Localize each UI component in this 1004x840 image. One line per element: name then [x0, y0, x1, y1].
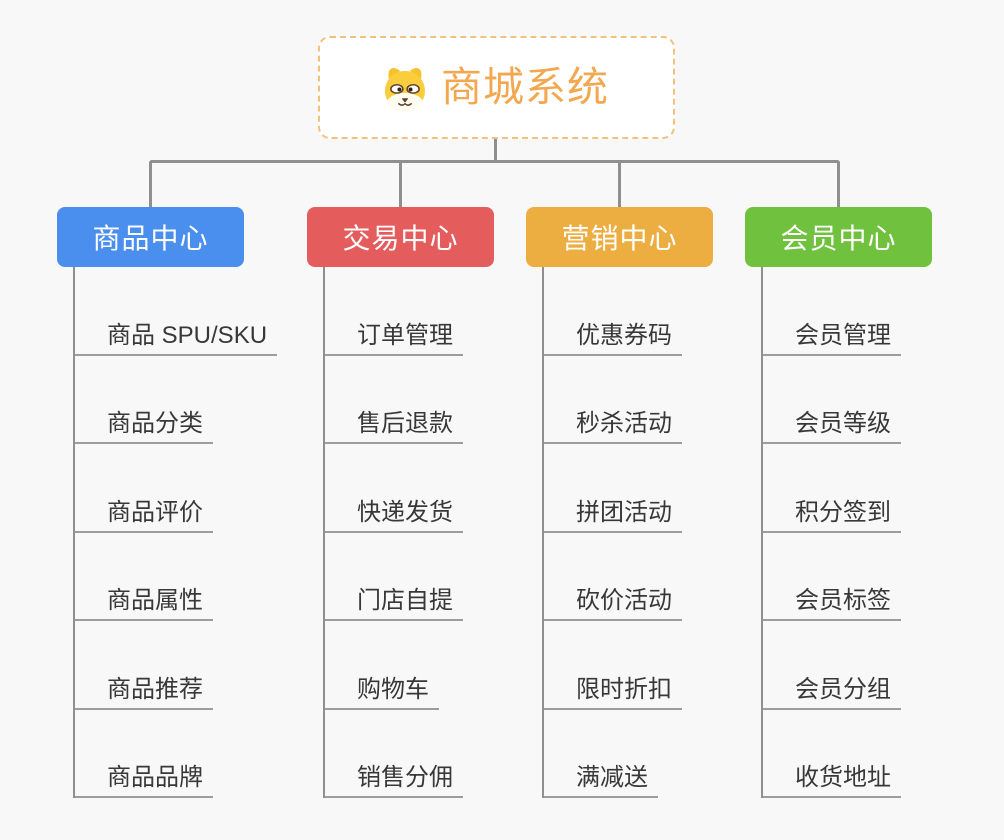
topic-item[interactable]: 优惠券码	[544, 267, 682, 356]
branch-items: 商品 SPU/SKU 商品分类 商品评价 商品属性 商品推荐 商品品牌	[73, 267, 278, 798]
topic-item[interactable]: 会员分组	[763, 621, 901, 710]
branch-items: 订单管理 售后退款 快递发货 门店自提 购物车 销售分佣	[323, 267, 463, 798]
topic-item[interactable]: 限时折扣	[544, 621, 682, 710]
branch-marketing-center: 营销中心 优惠券码 秒杀活动 拼团活动 砍价活动 限时折扣 满减送	[526, 207, 713, 798]
branch-label: 营销中心	[561, 223, 678, 254]
shiba-dog-icon	[384, 67, 426, 111]
topic-item[interactable]: 商品品牌	[75, 710, 213, 798]
connector-drop-branch-2	[399, 163, 402, 207]
topic-item[interactable]: 砍价活动	[544, 533, 682, 621]
topic-item[interactable]: 积分签到	[763, 444, 901, 533]
branch-header-product-center[interactable]: 商品中心	[57, 207, 244, 267]
branch-header-member-center[interactable]: 会员中心	[745, 207, 932, 267]
topic-item[interactable]: 商品评价	[75, 444, 213, 533]
branch-label: 会员中心	[780, 223, 897, 254]
connector-bus	[149, 160, 840, 207]
branch-trade-center: 交易中心 订单管理 售后退款 快递发货 门店自提 购物车 销售分佣	[307, 207, 494, 798]
topic-item[interactable]: 商品 SPU/SKU	[75, 267, 278, 356]
branch-label: 交易中心	[342, 223, 459, 254]
branch-header-trade-center[interactable]: 交易中心	[307, 207, 494, 267]
topic-item[interactable]: 秒杀活动	[544, 356, 682, 444]
topic-item[interactable]: 会员管理	[763, 267, 901, 356]
topic-item[interactable]: 订单管理	[325, 267, 463, 356]
topic-item[interactable]: 销售分佣	[325, 710, 463, 798]
branch-product-center: 商品中心 商品 SPU/SKU 商品分类 商品评价 商品属性 商品推荐 商品品牌	[57, 207, 278, 798]
branch-label: 商品中心	[92, 223, 209, 254]
branch-items: 优惠券码 秒杀活动 拼团活动 砍价活动 限时折扣 满减送	[542, 267, 682, 798]
topic-item[interactable]: 快递发货	[325, 444, 463, 533]
topic-item[interactable]: 满减送	[544, 710, 658, 798]
connector-root-drop	[494, 139, 497, 162]
branch-member-center: 会员中心 会员管理 会员等级 积分签到 会员标签 会员分组 收货地址	[745, 207, 932, 798]
topic-item[interactable]: 购物车	[325, 621, 439, 710]
topic-item[interactable]: 商品属性	[75, 533, 213, 621]
topic-item[interactable]: 售后退款	[325, 356, 463, 444]
topic-item[interactable]: 会员标签	[763, 533, 901, 621]
branch-items: 会员管理 会员等级 积分签到 会员标签 会员分组 收货地址	[761, 267, 901, 798]
topic-item[interactable]: 商品推荐	[75, 621, 213, 710]
topic-item[interactable]: 门店自提	[325, 533, 463, 621]
topic-item[interactable]: 拼团活动	[544, 444, 682, 533]
root-topic[interactable]: 商城系统	[318, 36, 675, 139]
topic-item[interactable]: 商品分类	[75, 356, 213, 444]
topic-item[interactable]: 会员等级	[763, 356, 901, 444]
topic-item[interactable]: 收货地址	[763, 710, 901, 798]
connector-drop-branch-3	[618, 163, 621, 207]
branch-header-marketing-center[interactable]: 营销中心	[526, 207, 713, 267]
root-topic-title: 商城系统	[441, 64, 609, 110]
